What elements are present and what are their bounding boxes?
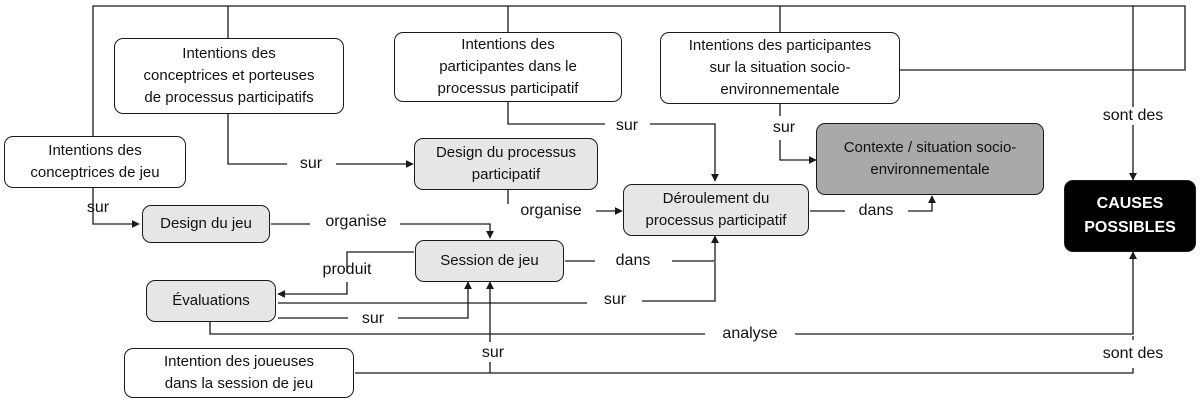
edge-part-sit-contexte-b bbox=[779, 140, 817, 164]
edge-part-proc-deroulement bbox=[507, 102, 605, 125]
node-intentions-conceptrices-jeu: Intentions des conceptrices de jeu bbox=[4, 136, 186, 188]
edge-deroulement-dans-b bbox=[908, 195, 936, 212]
label-organise-processus: organise bbox=[520, 202, 582, 219]
node-intention-joueuses: Intention des joueuses dans la session d… bbox=[124, 348, 354, 398]
edge-part-proc-deroulement-b bbox=[650, 123, 719, 182]
label-organise-jeu: organise bbox=[325, 213, 387, 230]
label-sur-eval-session: sur bbox=[361, 310, 385, 327]
label-sur-joueuses: sur bbox=[481, 344, 505, 361]
node-design-processus: Design du processus participatif bbox=[414, 138, 598, 190]
node-causes-possibles: CAUSES POSSIBLES bbox=[1064, 180, 1196, 252]
node-design-jeu: Design du jeu bbox=[142, 205, 270, 243]
edge-eval-sur-session-b bbox=[398, 281, 472, 319]
node-contexte-situation: Contexte / situation socio- environnemen… bbox=[816, 123, 1044, 195]
node-intentions-participantes-situation: Intentions des participantes sur la situ… bbox=[660, 32, 900, 104]
edge-conc-jeu-design-jeu bbox=[92, 188, 140, 228]
edge-analyse-a bbox=[209, 322, 705, 335]
edge-session-produit-b bbox=[277, 282, 348, 298]
edge-design-jeu-organise-b bbox=[400, 223, 494, 239]
label-sur-session-deroulement: sur bbox=[603, 291, 627, 308]
label-sur-contexte: sur bbox=[772, 119, 796, 136]
label-sont-des-bottom: sont des bbox=[1102, 345, 1164, 362]
node-intentions-participantes-processus: Intentions des participantes dans le pro… bbox=[394, 32, 622, 102]
edge-conc-port-design-proc bbox=[227, 114, 287, 165]
node-evaluations: Évaluations bbox=[146, 280, 276, 322]
label-produit: produit bbox=[322, 261, 372, 278]
edge-top-frame bbox=[92, 5, 1137, 181]
edge-session-dans-b bbox=[672, 235, 719, 262]
edge-analyse-b bbox=[795, 251, 1137, 335]
label-analyse: analyse bbox=[722, 325, 778, 342]
label-sur-design-processus: sur bbox=[299, 155, 323, 172]
edge-joueuses-sont-des bbox=[490, 368, 1134, 374]
label-sur-design-jeu: sur bbox=[86, 199, 110, 216]
label-dans-deroulement: dans bbox=[615, 252, 651, 269]
label-dans-contexte: dans bbox=[858, 202, 894, 219]
node-intentions-conceptrices-porteuses: Intentions des conceptrices et porteuses… bbox=[114, 38, 344, 114]
node-session-jeu: Session de jeu bbox=[415, 240, 564, 282]
edge-joueuses-sur-a bbox=[355, 362, 491, 374]
edge-session-produit-a bbox=[346, 251, 414, 272]
label-sur-deroulement: sur bbox=[615, 117, 639, 134]
node-deroulement-processus: Déroulement du processus participatif bbox=[623, 184, 809, 236]
edge-eval-sur-deroulement-b bbox=[642, 262, 716, 302]
edge-part-sit-right bbox=[900, 5, 1186, 71]
label-sont-des-top: sont des bbox=[1100, 107, 1166, 125]
